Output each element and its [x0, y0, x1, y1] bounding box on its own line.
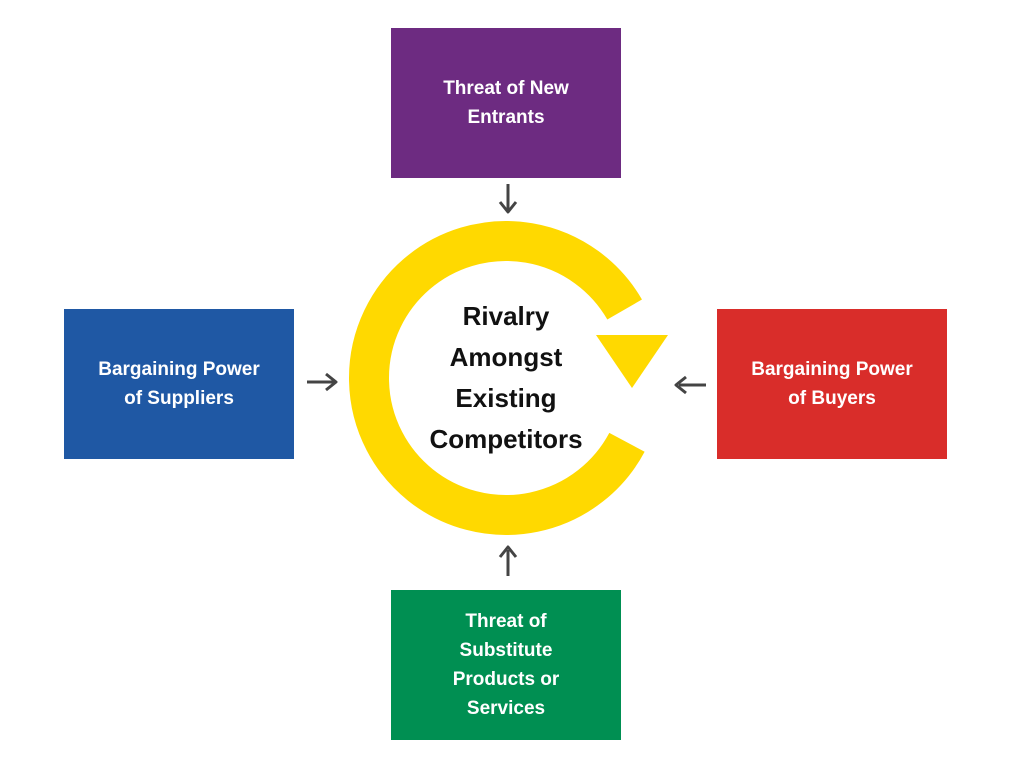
force-label: Threat of New Entrants: [443, 78, 569, 128]
arrow-top-to-center: [498, 184, 518, 214]
force-threat-new-entrants: Threat of New Entrants: [391, 28, 621, 178]
arrow-left-to-center: [307, 372, 338, 392]
cycle-arrow-head: [596, 335, 668, 388]
arrow-right-to-center: [674, 375, 706, 395]
force-bargaining-power-buyers: Bargaining Power of Buyers: [717, 309, 947, 459]
force-bargaining-power-suppliers: Bargaining Power of Suppliers: [64, 309, 294, 459]
force-threat-substitutes: Threat of Substitute Products or Service…: [391, 590, 621, 740]
force-label: Bargaining Power of Suppliers: [98, 359, 260, 409]
force-label: Bargaining Power of Buyers: [751, 359, 913, 409]
force-label: Threat of Substitute Products or Service…: [452, 611, 560, 719]
cycle-arrow-ring: [349, 221, 645, 535]
arrow-bottom-to-center: [498, 545, 518, 576]
center-rivalry-label: Rivalry Amongst Existing Competitors: [429, 301, 583, 454]
